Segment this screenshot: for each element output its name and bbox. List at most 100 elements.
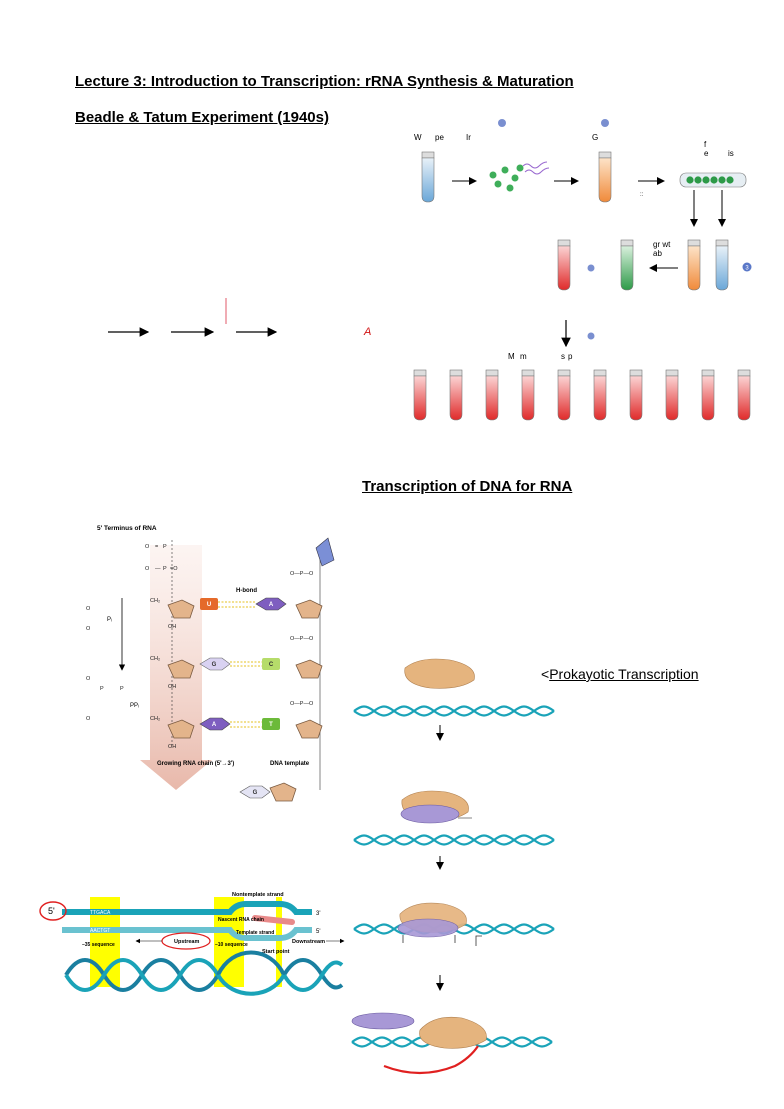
svg-text:O: O [145,544,150,550]
rna-base-3: A [212,722,217,728]
h-bond-label: H-bond [236,588,257,594]
dna-base-extra: G [253,790,258,796]
growing-chain-label: Growing RNA chain (5'→3') [157,761,234,767]
svg-text:O: O [145,566,150,572]
beadle-tatum-heading: Beadle & Tatum Experiment (1940s) [75,109,329,126]
exp-label-s: s [561,352,565,361]
exp-label-g: G [592,133,599,142]
dna-base-2: C [269,662,274,668]
seq10-label: –10 sequence [215,942,248,948]
promoter-diagram: TTGACA AACTGT 5' 3' 5' Nontemplate stran… [39,892,345,996]
dna-helix-2 [352,834,556,846]
svg-text:O: O [86,716,91,722]
exp-dot-1 [498,119,506,127]
sigma-factor-3 [397,918,459,938]
exp-label-pe: pe [435,133,444,142]
tube-red-row2 [557,239,571,291]
exp-label-m2: m [520,352,527,361]
svg-text:O—P—O: O—P—O [290,636,314,642]
svg-text:—: — [155,566,161,572]
exp-label-is: is [728,149,734,158]
page-title: Lecture 3: Introduction to Transcription… [75,73,574,90]
dna-base-1: A [269,602,274,608]
ch2-label-3: CH₂ [150,716,160,722]
exp-dot-2 [601,119,609,127]
tube-green-row2 [620,239,634,291]
rna-synthesis-figure: 5' Terminus of RNA H-bond Pᵢ PPᵢ Growing… [86,525,335,802]
nascent-label: Nascent RNA chain [218,917,264,923]
top-box-seq: TTGACA [90,910,111,916]
rna-base-2: G [212,662,217,668]
oh-label-3: OH [168,744,176,750]
svg-text:P: P [120,686,124,692]
promoter-5prime-bottom: 5' [316,929,320,935]
oh-label-1: OH [168,624,176,630]
upstream-label: Upstream [174,939,199,945]
tube-growth [598,151,612,203]
svg-text:O: O [86,626,91,632]
svg-text:O: O [86,606,91,612]
highlight-start [276,897,282,987]
tube-orange-row2 [687,239,701,291]
tube-blue-row2 [715,239,729,291]
oh-label-2: OH [168,684,176,690]
exp-label-f: f [704,140,707,149]
experiment-figure: :: 3 [413,119,752,421]
exp-label-gr-wt: gr wt [653,240,671,249]
prokaryotic-transcription-label: <Prokayotic Transcription [541,666,699,682]
dna-helix-1 [352,705,556,717]
exp-label-ir: Ir [466,133,471,142]
sigma-factor-2 [400,804,460,824]
pi-label: Pᵢ [107,617,112,623]
svg-text:O: O [86,676,91,682]
ascus-tube [679,172,747,188]
nascent-rna [252,915,295,925]
svg-text:O—P—O: O—P—O [290,701,314,707]
five-prime-terminus: 5' Terminus of RNA [97,525,157,532]
transcription-heading: Transcription of DNA for RNA [362,478,573,495]
spores-irradiation [489,161,550,192]
seq35-label: –35 sequence [82,942,115,948]
nontemplate-strand [62,901,312,915]
rna-polymerase-4 [419,1016,487,1049]
tube-row-bottom [413,369,751,421]
red-letter-a: A [364,326,372,338]
template-strand [62,927,312,941]
exp-label-ab: ab [653,249,662,258]
tube-wild-type [421,151,435,203]
rna-base-1: U [207,602,211,608]
promoter-5prime: 5' [48,906,55,916]
prok-label-text: Prokayotic Transcription [549,666,699,682]
downstream-label: Downstream [292,939,325,945]
bottom-box-seq: AACTGT [90,928,110,934]
sigma-factor-released [351,1012,415,1030]
svg-text:=: = [155,544,158,550]
template-label: Template strand [236,930,274,936]
rna-transcript [383,1045,479,1075]
ppi-label: PPᵢ [130,703,139,709]
exp-label-p: p [568,352,573,361]
five-prime-circle [39,901,67,921]
ch2-label-2: CH₂ [150,656,160,662]
nontemplate-label: Nontemplate strand [232,892,284,898]
prok-arrow-prefix: < [541,666,550,682]
dna-template-label: DNA template [270,761,310,767]
exp-label-m1: M [508,352,515,361]
pathway-arrows [108,298,278,337]
svg-text:P: P [163,566,167,572]
dna-base-3: T [269,722,273,728]
exp-badge: 3 [745,266,749,272]
svg-text:::: :: [640,192,644,198]
ch2-label-1: CH₂ [150,598,160,604]
promoter-3prime-top: 3' [316,911,320,917]
exp-label-e: e [704,149,709,158]
svg-text:P: P [100,686,104,692]
start-point-label: Start point [262,949,290,955]
svg-text:=O: =O [170,566,178,572]
prokaryotic-stages [350,658,556,1075]
svg-text:P: P [163,544,167,550]
rna-polymerase-1 [404,658,475,689]
svg-text:O—P—O: O—P—O [290,571,314,577]
exp-label-w: W [414,133,422,142]
